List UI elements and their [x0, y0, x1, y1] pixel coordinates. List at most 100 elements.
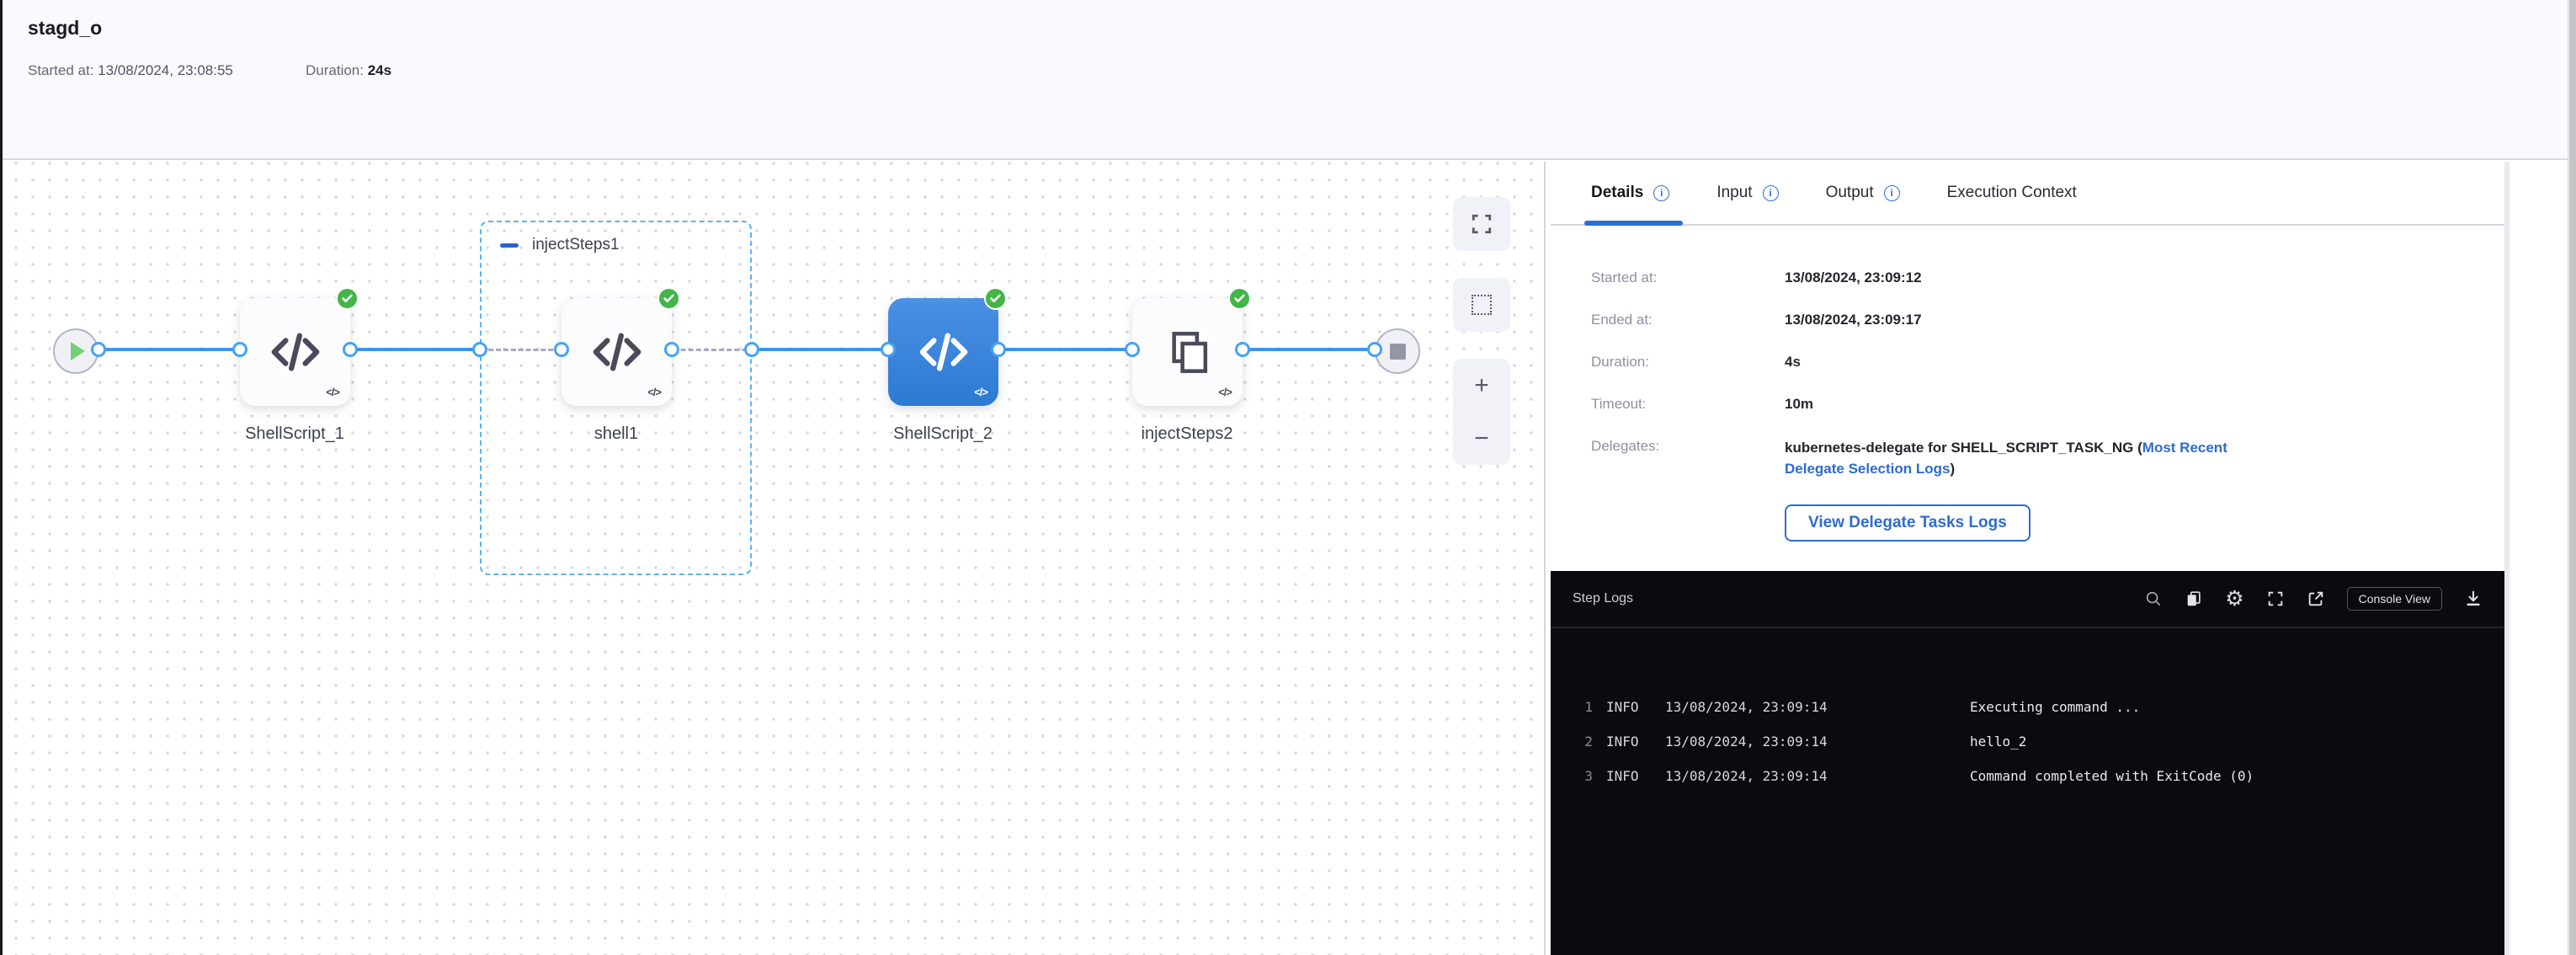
started-at: Started at: 13/08/2024, 23:08:55	[28, 62, 233, 79]
port-shellscript2-in[interactable]	[881, 342, 896, 357]
node-label: ShellScript_2	[850, 424, 1035, 444]
info-icon: i	[1884, 185, 1900, 201]
port-injectsteps2-out[interactable]	[1235, 342, 1250, 357]
code-small-icon: </>	[647, 386, 661, 398]
marquee-select-button[interactable]	[1453, 278, 1510, 332]
node-injectsteps2[interactable]: </>	[1132, 298, 1243, 406]
step-group-icon	[1163, 328, 1212, 376]
details-content: Started at: 13/08/2024, 23:09:12 Ended a…	[1551, 226, 2504, 542]
pipeline-canvas[interactable]: injectSteps1 </> ShellScript_1 </>	[3, 162, 1546, 955]
detail-tabs: Details i Input i Output i Execution Con…	[1551, 162, 2504, 226]
log-line: 1 INFO 13/08/2024, 23:09:14 Executing co…	[1574, 699, 2504, 734]
log-settings-button[interactable]: ⚙	[2225, 589, 2243, 610]
code-small-icon: </>	[326, 386, 339, 398]
step-logs-toolbar: ⚙ Console View	[2144, 587, 2483, 611]
collapse-group-icon[interactable]	[500, 243, 519, 248]
port-shellscript1-out[interactable]	[343, 342, 358, 357]
port-group-in[interactable]	[472, 342, 487, 357]
detail-row-started: Started at: 13/08/2024, 23:09:12	[1591, 269, 2464, 286]
tab-details[interactable]: Details i	[1591, 162, 1669, 224]
copy-icon	[2185, 590, 2203, 608]
edge-start-to-shellscript1	[98, 348, 242, 351]
stage-header: stagd_o Started at: 13/08/2024, 23:08:55…	[3, 0, 2569, 160]
marquee-select-icon	[1472, 295, 1492, 315]
fullscreen-icon	[2266, 590, 2285, 608]
port-shell1-in[interactable]	[554, 342, 569, 357]
edge-group-to-shellscript2	[750, 348, 891, 351]
tab-input[interactable]: Input i	[1716, 162, 1778, 224]
step-details-panel: Details i Input i Output i Execution Con…	[1551, 162, 2504, 955]
check-icon	[341, 292, 354, 305]
port-start-out[interactable]	[91, 342, 106, 357]
code-icon	[269, 326, 322, 378]
fit-view-button[interactable]	[1453, 197, 1510, 251]
step-logs-panel: Step Logs ⚙	[1551, 571, 2504, 955]
step-group-header[interactable]: injectSteps1	[500, 236, 620, 254]
node-label: injectSteps2	[1094, 424, 1280, 444]
zoom-out-button[interactable]: −	[1453, 412, 1510, 465]
external-link-icon	[2307, 590, 2325, 608]
detail-row-timeout: Timeout: 10m	[1591, 396, 2464, 413]
panel-scrollbar[interactable]	[2504, 162, 2509, 955]
code-small-icon: </>	[974, 386, 987, 398]
info-icon: i	[1653, 185, 1669, 201]
success-badge	[984, 287, 1007, 310]
detail-row-duration: Duration: 4s	[1591, 354, 2464, 371]
node-label: ShellScript_1	[202, 424, 387, 444]
view-delegate-tasks-logs-button[interactable]: View Delegate Tasks Logs	[1785, 504, 2030, 542]
edge-injectsteps2-to-end	[1243, 348, 1377, 351]
success-badge	[1228, 287, 1251, 310]
download-logs-button[interactable]	[2464, 590, 2483, 608]
port-shell1-out[interactable]	[664, 342, 679, 357]
play-icon	[71, 342, 85, 360]
fullscreen-logs-button[interactable]	[2266, 590, 2285, 608]
port-shellscript1-in[interactable]	[232, 342, 247, 357]
zoom-in-icon: +	[1474, 371, 1489, 400]
edge-shellscript2-to-injectsteps2	[998, 348, 1135, 351]
check-icon	[989, 292, 1002, 305]
log-line: 3 INFO 13/08/2024, 23:09:14 Command comp…	[1574, 768, 2504, 803]
download-icon	[2464, 590, 2483, 608]
port-injectsteps2-in[interactable]	[1125, 342, 1140, 357]
port-group-out[interactable]	[744, 342, 759, 357]
node-label: shell1	[524, 424, 709, 444]
search-icon	[2144, 590, 2163, 608]
log-lines[interactable]: 1 INFO 13/08/2024, 23:09:14 Executing co…	[1551, 628, 2504, 803]
open-logs-new-tab-button[interactable]	[2307, 590, 2325, 608]
success-badge	[336, 287, 359, 310]
step-logs-header: Step Logs ⚙	[1551, 571, 2504, 628]
delegates-value: kubernetes-delegate for SHELL_SCRIPT_TAS…	[1785, 438, 2273, 479]
zoom-controls: + −	[1453, 359, 1510, 465]
log-line: 2 INFO 13/08/2024, 23:09:14 hello_2	[1574, 734, 2504, 768]
check-icon	[1233, 292, 1246, 305]
canvas-controls: + −	[1453, 197, 1510, 465]
tab-output[interactable]: Output i	[1826, 162, 1900, 224]
window-scrollbar[interactable]	[2568, 0, 2576, 955]
port-end-in[interactable]	[1367, 342, 1382, 357]
detail-row-ended: Ended at: 13/08/2024, 23:09:17	[1591, 312, 2464, 328]
code-icon	[918, 326, 970, 378]
edge-shellscript1-to-group	[350, 348, 482, 351]
detail-row-delegates: Delegates: kubernetes-delegate for SHELL…	[1591, 438, 2464, 479]
check-icon	[663, 292, 675, 305]
copy-logs-button[interactable]	[2185, 590, 2203, 608]
fit-view-icon	[1471, 213, 1493, 235]
scrollbar-thumb[interactable]	[2569, 0, 2576, 955]
duration: Duration: 24s	[306, 62, 391, 79]
zoom-out-icon: −	[1474, 424, 1489, 453]
stage-title: stagd_o	[28, 17, 102, 40]
delegate-button-row: View Delegate Tasks Logs	[1591, 504, 2464, 542]
stop-icon	[1390, 344, 1406, 360]
success-badge	[657, 287, 680, 310]
node-shell1[interactable]: </>	[562, 298, 672, 406]
tab-execution-context[interactable]: Execution Context	[1947, 162, 2077, 224]
node-shellscript-1[interactable]: </>	[240, 298, 350, 406]
step-logs-title: Step Logs	[1573, 591, 1633, 606]
console-view-button[interactable]: Console View	[2347, 587, 2442, 611]
zoom-in-button[interactable]: +	[1453, 359, 1510, 412]
code-icon	[591, 326, 643, 378]
search-logs-button[interactable]	[2144, 590, 2163, 608]
port-shellscript2-out[interactable]	[991, 342, 1006, 357]
node-shellscript-2-selected[interactable]: </>	[888, 298, 998, 406]
